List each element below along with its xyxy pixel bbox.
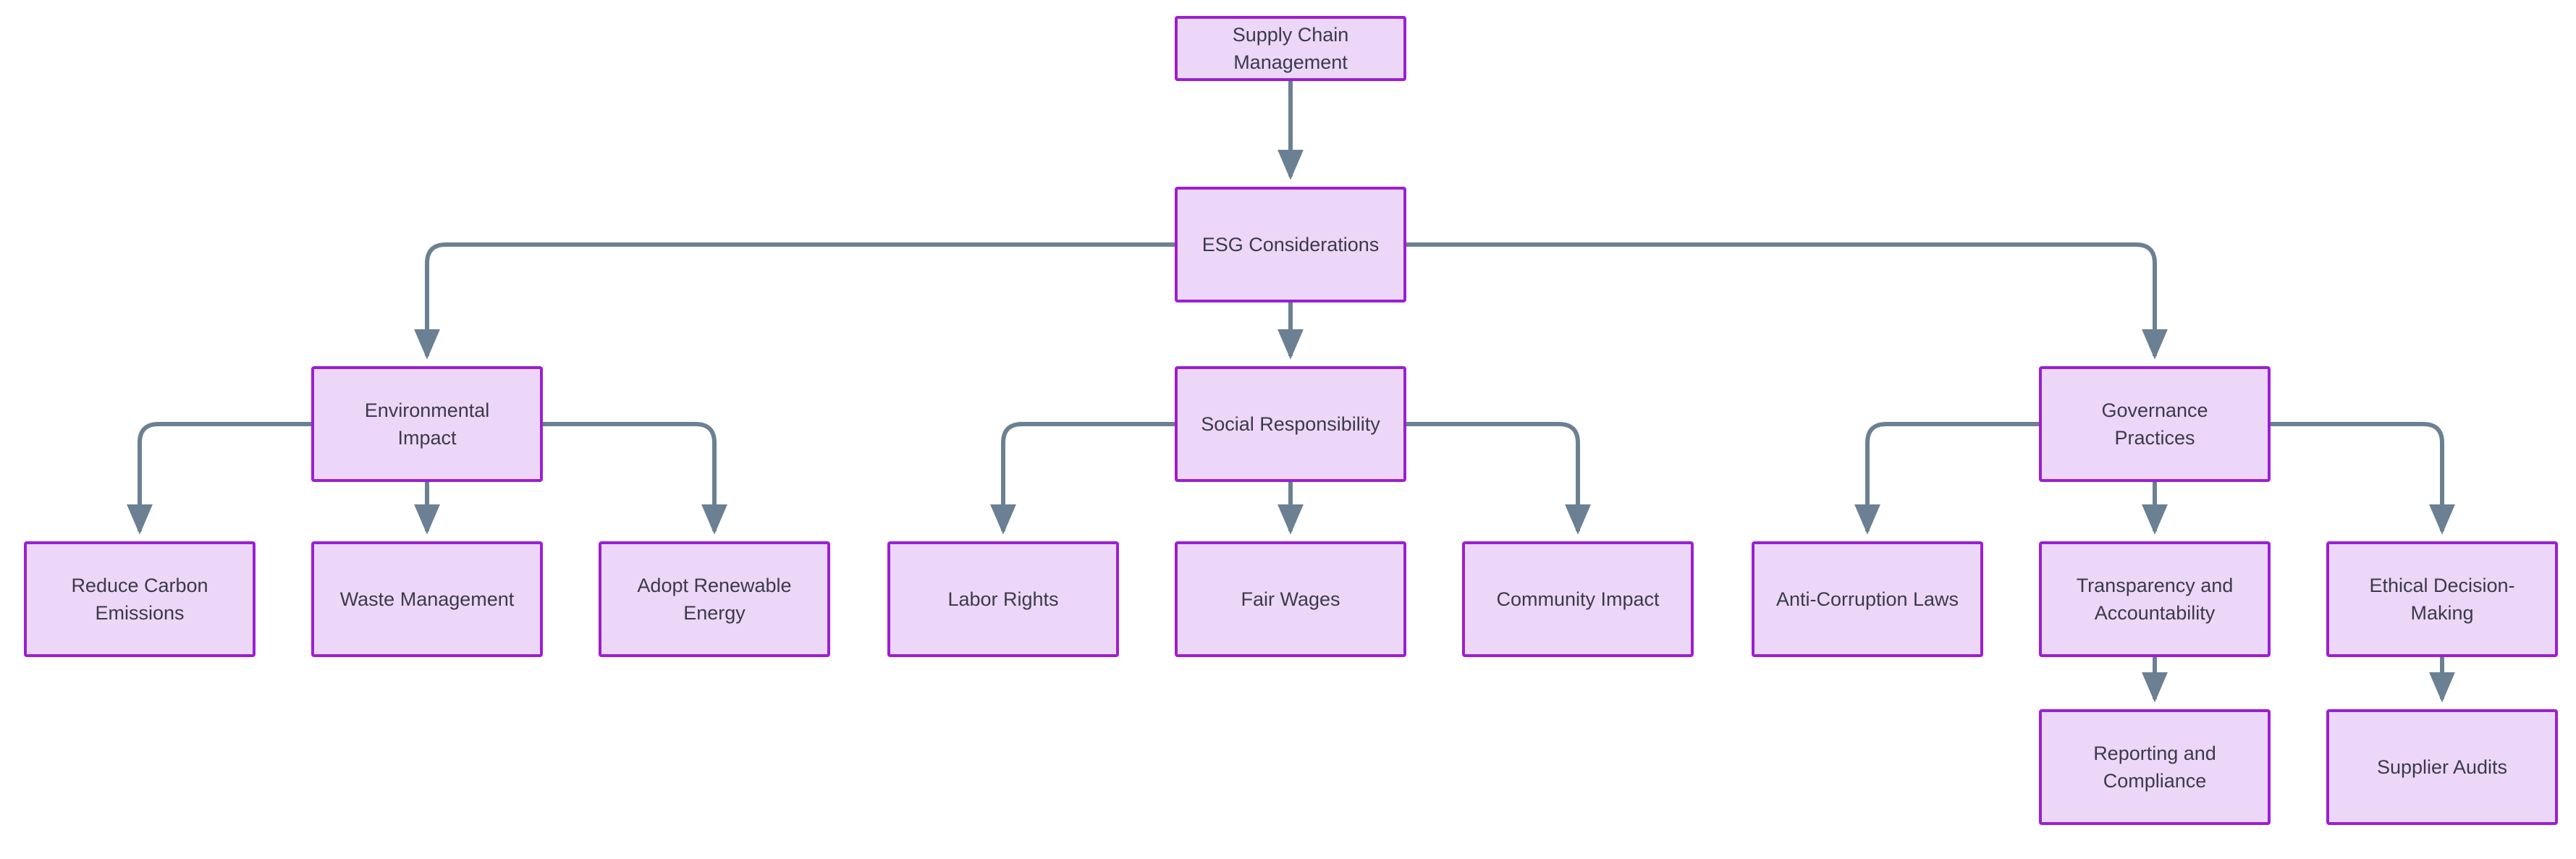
flow-node-label: Supply Chain Management xyxy=(1232,23,1349,73)
flow-node-esg[interactable]: ESG Considerations xyxy=(1175,187,1406,302)
flow-node-label: Environmental Impact xyxy=(364,399,490,449)
flow-node-scm[interactable]: Supply Chain Management xyxy=(1175,16,1406,81)
edge-env-to-carbon xyxy=(127,422,311,535)
flow-node-label: Reporting and Compliance xyxy=(2093,742,2216,792)
edge-esg-to-gov xyxy=(1406,242,2168,360)
flow-node-wages[interactable]: Fair Wages xyxy=(1175,541,1406,657)
flow-node-waste[interactable]: Waste Management xyxy=(311,541,543,657)
flow-node-ethical[interactable]: Ethical Decision- Making xyxy=(2326,541,2558,657)
flow-node-label: Waste Management xyxy=(339,588,515,610)
edge-gov-to-ethical xyxy=(2271,422,2455,535)
flow-node-labor[interactable]: Labor Rights xyxy=(887,541,1119,657)
flow-node-audits[interactable]: Supplier Audits xyxy=(2326,709,2558,825)
flow-node-carbon[interactable]: Reduce Carbon Emissions xyxy=(24,541,256,657)
flow-node-label: Adopt Renewable Energy xyxy=(637,574,792,624)
flow-node-transparency[interactable]: Transparency and Accountability xyxy=(2039,541,2271,657)
flow-node-env[interactable]: Environmental Impact xyxy=(311,366,543,482)
flow-node-reporting[interactable]: Reporting and Compliance xyxy=(2039,709,2271,825)
edge-env-to-renewable xyxy=(543,422,727,535)
flow-node-label: Social Responsibility xyxy=(1201,412,1380,435)
flow-node-renewable[interactable]: Adopt Renewable Energy xyxy=(599,541,830,657)
edge-social-to-labor xyxy=(990,422,1175,535)
flow-node-label: Reduce Carbon Emissions xyxy=(71,574,208,624)
flow-node-label: Ethical Decision- Making xyxy=(2369,574,2515,624)
flow-node-social[interactable]: Social Responsibility xyxy=(1175,366,1406,482)
flow-node-label: Transparency and Accountability xyxy=(2076,574,2234,624)
edge-esg-to-env xyxy=(414,242,1175,360)
flow-node-label: Labor Rights xyxy=(947,588,1059,610)
flow-node-community[interactable]: Community Impact xyxy=(1462,541,1694,657)
flow-node-label: Anti-Corruption Laws xyxy=(1775,588,1959,610)
flow-node-gov[interactable]: Governance Practices xyxy=(2039,366,2271,482)
flow-node-label: Community Impact xyxy=(1496,588,1660,610)
edge-social-to-community xyxy=(1406,422,1591,535)
flow-node-label: ESG Considerations xyxy=(1202,233,1380,255)
flow-node-label: Supplier Audits xyxy=(2376,756,2508,778)
edge-gov-to-anticorrupt xyxy=(1854,422,2039,535)
flow-node-label: Governance Practices xyxy=(2101,399,2208,449)
flow-node-anticorrupt[interactable]: Anti-Corruption Laws xyxy=(1752,541,1983,657)
flow-node-label: Fair Wages xyxy=(1241,588,1340,610)
